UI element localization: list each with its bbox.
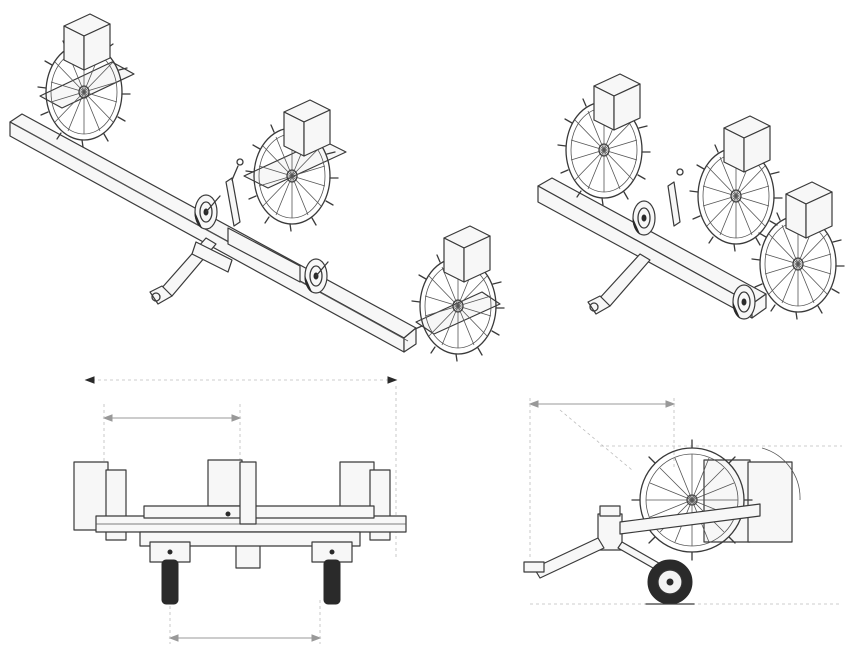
front-elevation-view <box>73 376 407 644</box>
isometric-view-compact <box>537 73 845 320</box>
isometric-view-extended <box>9 13 505 362</box>
side-elevation-view <box>523 398 842 605</box>
